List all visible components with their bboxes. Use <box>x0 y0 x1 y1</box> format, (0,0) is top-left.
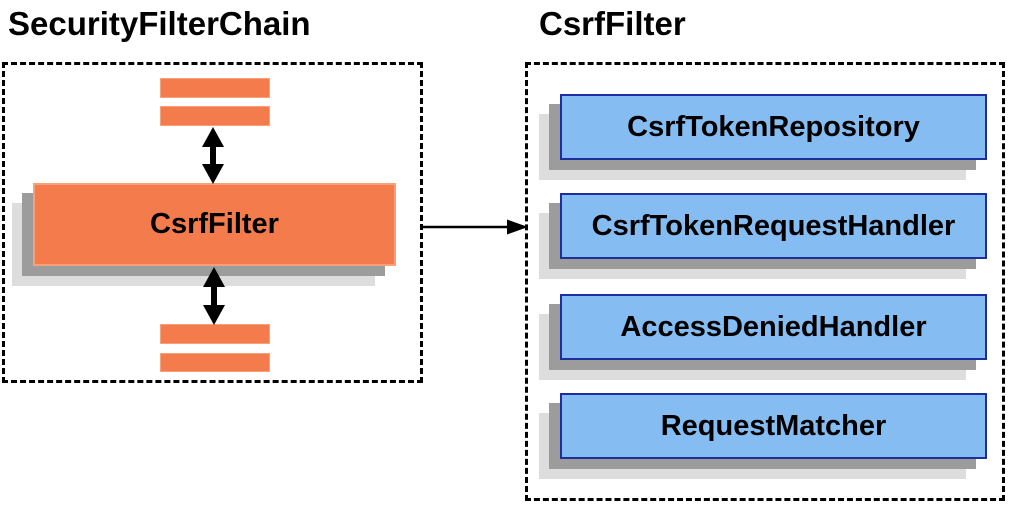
component-box-access-denied-handler: AccessDeniedHandler <box>560 294 987 360</box>
filter-placeholder-bar-bottom-2 <box>160 353 270 372</box>
security-filter-chain-panel <box>2 62 423 383</box>
filter-placeholder-bar-bottom-1 <box>160 324 270 344</box>
security-filter-chain-title: SecurityFilterChain <box>8 5 311 42</box>
component-box-csrf-token-request-handler: CsrfTokenRequestHandler <box>560 193 987 259</box>
component-box-csrf-token-repository: CsrfTokenRepository <box>560 94 987 160</box>
filter-placeholder-bar-top-1 <box>160 78 270 98</box>
csrf-filter-box: CsrfFilter <box>33 183 396 266</box>
csrf-filter-to-components-arrow <box>422 219 528 235</box>
csrf-filter-title: CsrfFilter <box>539 5 686 42</box>
component-box-request-matcher: RequestMatcher <box>560 393 987 459</box>
csrf-filter-components-panel <box>525 62 1005 501</box>
filter-placeholder-bar-top-2 <box>160 106 270 126</box>
